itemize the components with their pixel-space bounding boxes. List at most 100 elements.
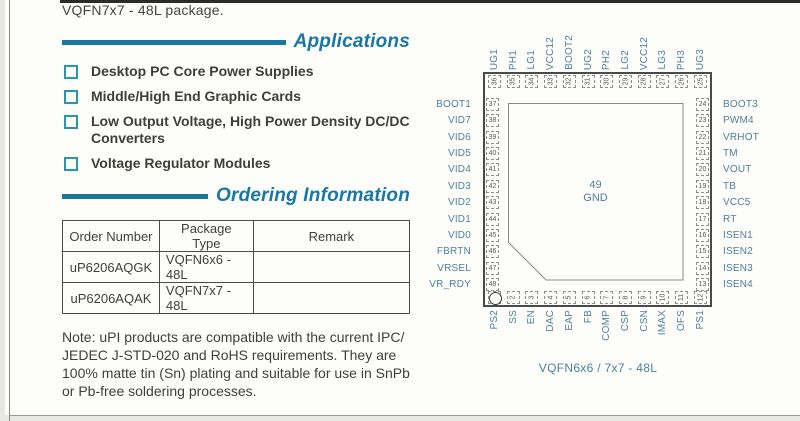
pin-label-csp: CSP: [620, 310, 632, 332]
list-item: Middle/High End Graphic Cards: [62, 88, 410, 105]
pin-label-en: EN: [526, 310, 538, 325]
pin-label-boot3: BOOT3: [723, 99, 758, 110]
section-rule-bar: [62, 39, 286, 45]
applications-section-header: Applications: [62, 31, 410, 53]
pin-label-vid2: VID2: [447, 197, 471, 209]
pin-label-rt: RT: [723, 213, 737, 225]
pin-label-ph1: PH1: [507, 49, 519, 70]
table-row: uP6206AQAK VQFN7x7 - 48L: [62, 282, 411, 314]
pin1-indicator-icon: [489, 292, 502, 305]
pin-pad-44: 44: [486, 212, 499, 226]
pin-pad-17: 17: [696, 212, 709, 226]
pin-label-vid7: VID7: [447, 115, 471, 127]
page-left-border: [9, 0, 10, 421]
pin-label-vid3: VID3: [447, 180, 471, 192]
pin-pad-47: 47: [486, 261, 499, 275]
pin-pad-7: 7: [600, 291, 614, 304]
package-caption: VQFN6x6 / 7x7 - 48L: [538, 361, 658, 375]
pin-pad-22: 22: [696, 130, 709, 144]
section-rule-bar: [62, 193, 208, 199]
center-pin-name: GND: [583, 192, 608, 204]
pin-pad-4: 4: [544, 291, 558, 304]
pin-pad-14: 14: [696, 261, 709, 275]
pin-label-boot2: BOOT2: [563, 35, 575, 70]
pin-label-ps1: PS1: [694, 310, 706, 330]
pin-pad-6: 6: [581, 291, 595, 304]
pin-pad-29: 29: [619, 75, 633, 88]
order-number-cell: uP6206AQGK: [62, 251, 160, 283]
pin-label-isen2: ISEN2: [723, 246, 753, 258]
pin-label-vcc12: VCC12: [545, 36, 557, 70]
pin-pad-37: 37: [486, 98, 499, 111]
square-bullet-icon: [64, 115, 78, 129]
applications-list: Desktop PC Core Power Supplies Middle/Hi…: [62, 63, 410, 172]
applications-heading: Applications: [293, 31, 410, 52]
pin-pad-48: 48: [486, 277, 499, 291]
pin-pad-13: 13: [696, 277, 709, 291]
pin-pad-10: 10: [656, 291, 670, 304]
pin-pad-24: 24: [696, 98, 709, 111]
pin-pad-12: 12: [693, 291, 707, 304]
pin-label-ug1: UG1: [489, 48, 500, 70]
remark-cell: [252, 251, 411, 283]
pin-label-vid1: VID1: [447, 213, 471, 225]
pin-pad-28: 28: [637, 75, 651, 88]
square-bullet-icon: [64, 65, 78, 79]
pin-pad-16: 16: [696, 228, 709, 242]
pin-pads-bottom: 123456789101112: [488, 291, 707, 304]
pin-label-vcc12: VCC12: [638, 36, 650, 70]
application-item-label: Middle/High End Graphic Cards: [91, 88, 302, 104]
pin-label-lg1: LG1: [526, 50, 538, 70]
ordering-heading: Ordering Information: [216, 185, 410, 206]
pin-pad-41: 41: [486, 163, 499, 177]
pin-label-fbrtn: FBRTN: [436, 246, 471, 258]
pin-pad-2: 2: [506, 291, 520, 304]
pin-label-isen3: ISEN3: [723, 262, 753, 274]
pin-pad-36: 36: [488, 75, 501, 88]
pin-label-comp: COMP: [601, 310, 613, 341]
pin-label-vrhot: VRHOT: [723, 131, 759, 143]
pin-label-lg3: LG3: [657, 50, 669, 70]
table-row: uP6206AQGK VQFN6x6 - 48L: [62, 251, 411, 283]
list-item: Low Output Voltage, High Power Density D…: [62, 113, 410, 147]
pin-label-vr_rdy: VR_RDY: [429, 278, 471, 290]
package-type-cell: VQFN7x7 - 48L: [158, 282, 254, 314]
center-pin-number: 49: [589, 179, 602, 191]
square-bullet-icon: [64, 157, 78, 171]
page-top-border: [60, 0, 800, 3]
pin-pad-20: 20: [696, 163, 709, 177]
pin-label-csn: CSN: [638, 310, 650, 332]
pin-pad-26: 26: [675, 75, 689, 88]
application-item-label: Low Output Voltage, High Power Density D…: [91, 113, 410, 146]
pin-pad-38: 38: [486, 114, 499, 128]
pin-pad-11: 11: [675, 291, 689, 304]
list-item: Voltage Regulator Modules: [62, 155, 410, 172]
list-item: Desktop PC Core Power Supplies: [62, 63, 410, 80]
pin-label-ps2: PS2: [489, 310, 500, 330]
pin-label-vout: VOUT: [723, 164, 752, 176]
table-header-row: Order Number Package Type Remark: [62, 220, 411, 252]
pin-pad-21: 21: [696, 147, 709, 161]
pin-pad-3: 3: [525, 291, 539, 304]
order-number-cell: uP6206AQAK: [62, 282, 160, 314]
pin-pad-18: 18: [696, 196, 709, 210]
package-type-cell: VQFN6x6 - 48L: [158, 251, 254, 283]
pin-label-ug3: UG3: [694, 48, 706, 70]
pin-pad-35: 35: [506, 75, 520, 88]
pin-label-pwm4: PWM4: [723, 115, 754, 127]
application-item-label: Voltage Regulator Modules: [91, 155, 271, 171]
pin-label-vrsel: VRSEL: [437, 262, 471, 274]
pin-label-ph2: PH2: [601, 49, 613, 70]
pin-label-ug2: UG2: [582, 48, 594, 70]
datasheet-page: VQFN7x7 - 48L package. Applications Desk…: [5, 0, 800, 421]
pin-pad-46: 46: [486, 245, 499, 259]
pin-pad-15: 15: [696, 245, 709, 259]
